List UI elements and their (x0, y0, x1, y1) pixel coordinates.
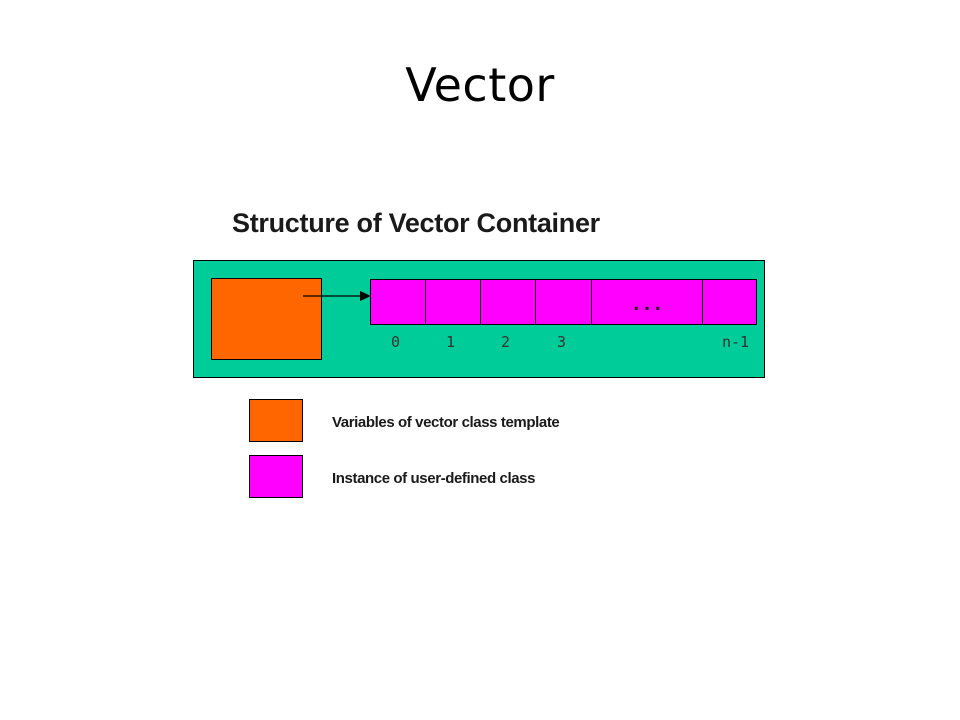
index-label-last: n-1 (722, 333, 750, 351)
vector-element-0 (370, 279, 426, 325)
ellipsis-label: ... (630, 294, 664, 315)
slide-title: Vector (405, 58, 555, 112)
vector-element-1 (425, 279, 481, 325)
pointer-arrow-icon (303, 291, 371, 301)
vector-element-last (702, 279, 757, 325)
index-label-3: 3 (557, 333, 567, 351)
legend-swatch-variables (249, 399, 303, 442)
index-label-1: 1 (446, 333, 456, 351)
vector-element-2 (480, 279, 536, 325)
vector-variables-box (211, 278, 322, 360)
vector-element-ellipsis: ... (591, 279, 703, 325)
legend-swatch-instance (249, 455, 303, 498)
vector-element-3 (535, 279, 592, 325)
diagram-title: Structure of Vector Container (232, 208, 600, 238)
legend-label-variables: Variables of vector class template (332, 414, 560, 431)
index-label-0: 0 (391, 333, 401, 351)
legend-label-instance: Instance of user-defined class (332, 470, 536, 487)
index-label-2: 2 (501, 333, 511, 351)
